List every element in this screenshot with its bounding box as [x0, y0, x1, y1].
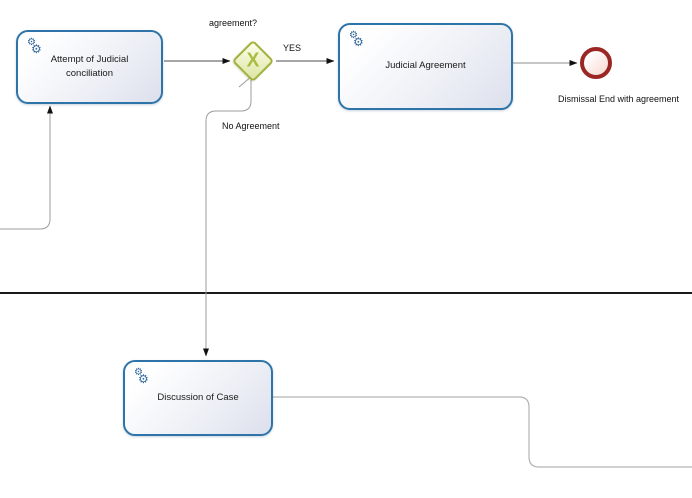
- gateway-question-label: agreement?: [209, 18, 258, 28]
- service-task-gears-icon: ⚙ ⚙: [134, 368, 152, 386]
- gear-icon: ⚙: [134, 367, 143, 378]
- gear-icon: ⚙: [31, 42, 42, 56]
- task-label: Judicial Agreement: [385, 60, 466, 72]
- task-discussion-of-case[interactable]: ⚙ ⚙ Discussion of Case: [123, 360, 273, 436]
- task-label: Attempt of Judicial conciliation: [50, 53, 129, 79]
- end-event-label: Dismissal End with agreement: [558, 94, 680, 104]
- task-attempt-judicial-conciliation[interactable]: ⚙ ⚙ Attempt of Judicial conciliation: [16, 30, 163, 104]
- yes-flow-label: YES: [283, 43, 302, 53]
- gear-icon: ⚙: [353, 35, 364, 49]
- gear-icon: ⚙: [349, 30, 358, 41]
- task-judicial-agreement[interactable]: ⚙ ⚙ Judicial Agreement: [338, 23, 513, 110]
- no-agreement-flow-label: No Agreement: [222, 121, 280, 131]
- gear-icon: ⚙: [27, 37, 36, 48]
- gear-icon: ⚙: [138, 372, 149, 386]
- flow-discussion-out-right[interactable]: [273, 396, 692, 468]
- task-label: Discussion of Case: [157, 391, 239, 403]
- service-task-gears-icon: ⚙ ⚙: [27, 38, 45, 56]
- service-task-gears-icon: ⚙ ⚙: [349, 31, 367, 49]
- flow-no-agreement-to-discussion[interactable]: [203, 80, 252, 357]
- flow-into-attempt-conciliation[interactable]: [0, 105, 53, 230]
- exclusive-gateway-x-marker: X: [246, 49, 260, 72]
- end-event-circle[interactable]: [580, 47, 612, 79]
